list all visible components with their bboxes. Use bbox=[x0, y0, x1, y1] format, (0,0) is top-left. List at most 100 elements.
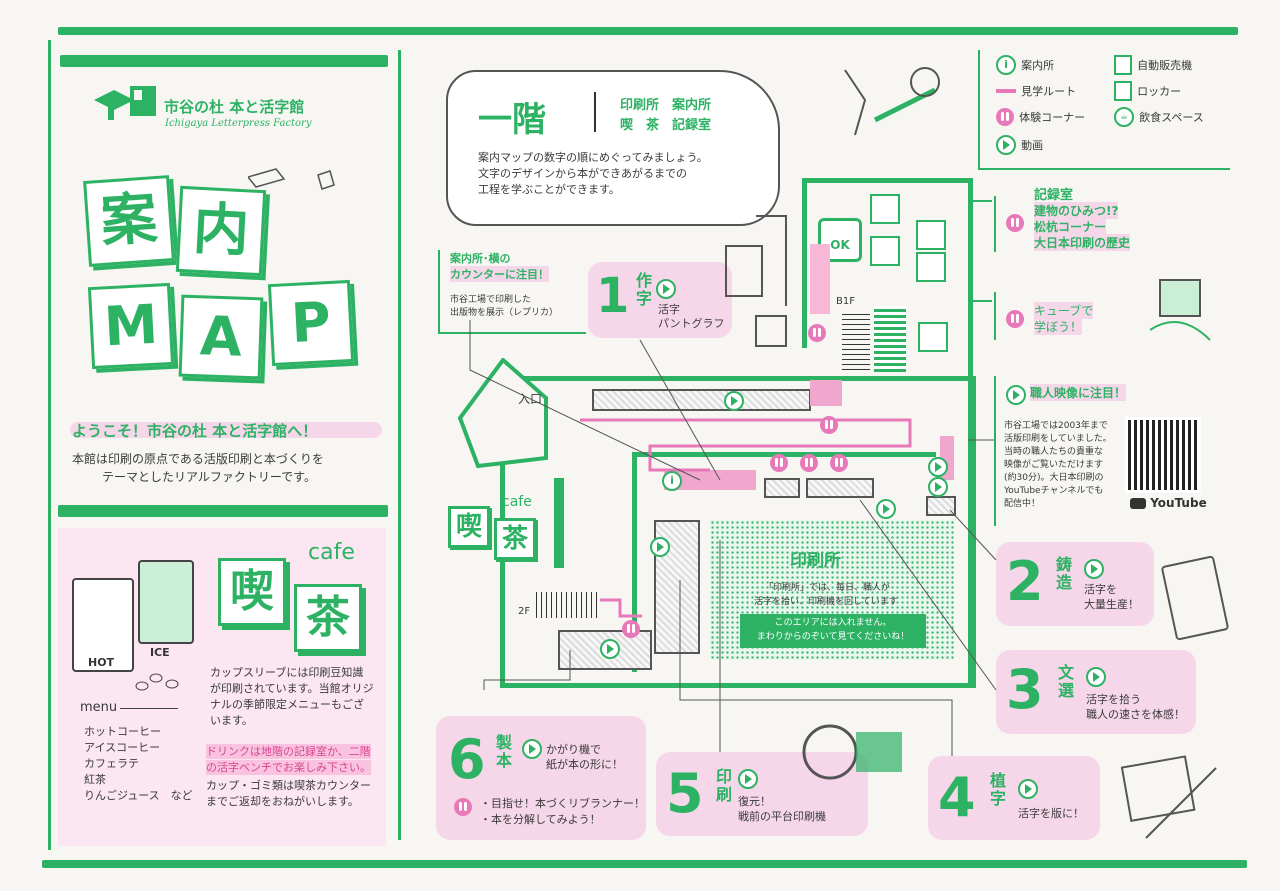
video-text-line: (約30分)。大日本印刷の bbox=[1004, 473, 1104, 483]
station-2-video bbox=[1084, 558, 1104, 579]
reception-title-2: カウンターに注目！ bbox=[450, 266, 549, 282]
ice-cup-illustration bbox=[138, 560, 194, 644]
warning-line-2: まわりからのぞいて見てくださいね！ bbox=[756, 632, 910, 642]
welcome-body-2: テーマとしたリアルファクトリーです。 bbox=[102, 470, 316, 484]
welcome-body-1: 本館は印刷の原点である活版印刷と本づくりを bbox=[72, 452, 324, 466]
reception-text-2: 出版物を展示（レプリカ） bbox=[450, 308, 559, 318]
b1f-label: B1F bbox=[836, 296, 855, 307]
map-video-marker[interactable] bbox=[876, 498, 896, 519]
video-description: 市谷工場では2003年まで 活版印刷をしていました。 当時の職人たちの貴重な 映… bbox=[1004, 420, 1112, 511]
map-video-marker[interactable] bbox=[928, 456, 948, 477]
video-text-line: YouTubeチャンネルでも bbox=[1004, 486, 1104, 496]
map-video-marker[interactable] bbox=[650, 536, 670, 557]
menu-title: menu bbox=[80, 700, 118, 715]
legend-experience-row: 体験コーナー bbox=[996, 106, 1085, 126]
legend: i 案内所 見学ルート 体験コーナー 動画 自動販売機 ロッカー ☕ 飲食スペー… bbox=[988, 44, 1226, 162]
station-1-name: 作字 bbox=[633, 272, 652, 308]
station-4-card[interactable]: 4 植字 活字を版に！ bbox=[928, 756, 1100, 840]
vending-machine-icon bbox=[1114, 54, 1132, 75]
footprint-icon bbox=[996, 107, 1014, 126]
map-video-marker[interactable] bbox=[928, 476, 948, 497]
footprint-icon bbox=[1006, 309, 1024, 328]
print-shop-note-1: 「印刷所」では、毎日、職人が bbox=[764, 583, 891, 593]
station-2-desc-1: 活字を bbox=[1084, 583, 1117, 596]
cafe-label: cafe bbox=[308, 540, 355, 565]
legend-vending-label: 自動販売機 bbox=[1137, 59, 1193, 72]
footprint-icon bbox=[820, 415, 838, 434]
floor-desc-1: 案内マップの数字の順にめぐってみましょう。 bbox=[478, 151, 708, 164]
archive-item-2: 松杭コーナー bbox=[1034, 218, 1107, 235]
youtube-link[interactable]: YouTube bbox=[1130, 496, 1207, 510]
video-text-line: 映像がご覧いただけます bbox=[1004, 460, 1104, 470]
map-cafe-tile-cha: 茶 bbox=[494, 518, 536, 560]
cafe-panel: HOT ICE cafe 喫 茶 カップスリーブには印刷豆知識 が印刷されていま… bbox=[58, 528, 386, 846]
map-video-marker[interactable] bbox=[724, 390, 744, 411]
composing-stick-illustration bbox=[1106, 748, 1226, 842]
left-panel-divider bbox=[398, 50, 401, 840]
tour-route bbox=[580, 418, 912, 618]
youtube-label: YouTube bbox=[1150, 496, 1207, 510]
map-video-marker[interactable] bbox=[600, 638, 620, 659]
station-1-video bbox=[656, 278, 676, 299]
route-experience-marker[interactable] bbox=[830, 452, 848, 472]
station-2-card[interactable]: 2 鋳造 活字を 大量生産！ bbox=[996, 542, 1154, 626]
route-experience-marker[interactable] bbox=[800, 452, 818, 472]
station-3-video bbox=[1086, 666, 1106, 687]
youtube-icon bbox=[1130, 498, 1146, 509]
legend-bottom-rule bbox=[978, 168, 1230, 170]
cube-experience-marker bbox=[1006, 308, 1024, 328]
brand-subtitle: Ichigaya Letterpress Factory bbox=[165, 118, 312, 129]
station-3-name: 文選 bbox=[1055, 664, 1074, 700]
floor-desc-3: 工程を学ぶことができます。 bbox=[478, 183, 620, 196]
footprint-icon bbox=[1006, 213, 1024, 232]
legend-divider bbox=[978, 50, 980, 170]
play-icon bbox=[928, 456, 948, 477]
station-6-card[interactable]: 6 製本 かがり機で 紙が本の形に！ ・目指せ！本づくリブランナー！ ・本を分解… bbox=[436, 716, 646, 840]
sleeve-text-4: います。 bbox=[210, 714, 253, 727]
station-6-video bbox=[522, 738, 542, 759]
print-shop-note-2: 活字を拾い、印刷機を回しています bbox=[754, 597, 898, 607]
legend-vending-row: 自動販売機 bbox=[1114, 54, 1192, 75]
accessible-restroom-icon bbox=[916, 252, 946, 282]
eating-icon: ☕ bbox=[1114, 106, 1134, 127]
video-text-line: 市谷工場では2003年まで bbox=[1004, 421, 1108, 431]
map-cafe-label: cafe bbox=[502, 494, 532, 510]
station-3-number: 3 bbox=[1006, 658, 1044, 721]
legend-experience-label: 体験コーナー bbox=[1019, 111, 1086, 124]
qr-code[interactable] bbox=[1125, 417, 1201, 493]
legend-route-row: 見学ルート bbox=[996, 80, 1076, 99]
floor-name: 一階 bbox=[478, 100, 546, 140]
b1f-wall bbox=[802, 178, 973, 683]
warning-line-1: このエリアには入れません。 bbox=[774, 618, 892, 628]
route-experience-marker[interactable] bbox=[770, 452, 788, 472]
menu-item: アイスコーヒー bbox=[84, 741, 161, 754]
cafe-note-4: までご返却をおねがいします。 bbox=[206, 795, 359, 808]
station-1-number: 1 bbox=[596, 268, 630, 324]
station-5-card[interactable]: 5 印刷 復元！ 戦前の平台印刷機 bbox=[656, 752, 868, 836]
type-blocks-illustration bbox=[246, 165, 338, 205]
route-experience-marker[interactable] bbox=[622, 618, 640, 638]
left-header-bar bbox=[60, 55, 388, 67]
legend-info-label: 案内所 bbox=[1021, 59, 1055, 72]
welcome-headline: ようこそ！市谷の杜 本と活字館へ！ bbox=[72, 422, 318, 440]
left-mid-bar bbox=[58, 505, 388, 517]
archive-bracket bbox=[994, 196, 996, 252]
route-experience-marker[interactable] bbox=[820, 414, 838, 434]
hot-label: HOT bbox=[88, 656, 115, 669]
legend-locker-label: ロッカー bbox=[1137, 85, 1182, 98]
station-3-card[interactable]: 3 文選 活字を拾う 職人の速さを体感！ bbox=[996, 650, 1196, 734]
station-2-name: 鋳造 bbox=[1053, 556, 1072, 592]
cube-bracket bbox=[994, 292, 996, 340]
reception-title-1: 案内所･横の bbox=[450, 252, 511, 265]
legend-eating-label: 飲食スペース bbox=[1139, 111, 1204, 124]
experience-marker[interactable] bbox=[808, 322, 826, 342]
sleeve-text-1: カップスリーブには印刷豆知識 bbox=[210, 666, 364, 679]
menu-item: ホットコーヒー bbox=[84, 725, 161, 738]
station-1-card[interactable]: 1 作字 活字 パントグラフ bbox=[588, 262, 732, 338]
cube-leader bbox=[968, 300, 992, 302]
cube-text-1: キューブで bbox=[1034, 302, 1094, 319]
cafe-tile-kissa: 喫 bbox=[218, 558, 286, 626]
map-info-marker[interactable]: i bbox=[662, 470, 682, 491]
footprint-icon bbox=[800, 453, 818, 472]
